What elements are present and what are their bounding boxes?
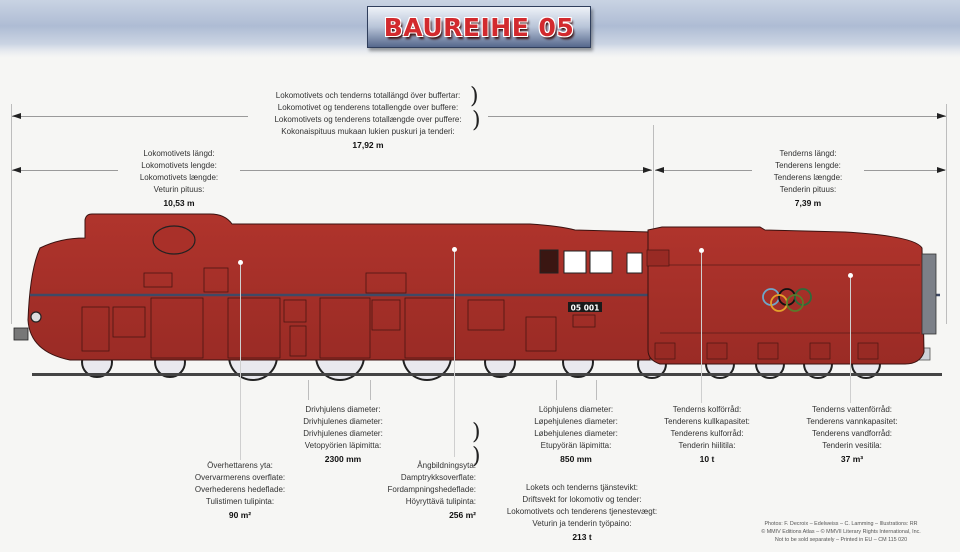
- tender-length-label: Tenderns längd: Tenderens lengde: Tender…: [752, 148, 864, 209]
- arrow-right-icon: [643, 167, 652, 173]
- label-line-no: Løpehjulenes diameter:: [534, 417, 618, 426]
- label-line-no: Overvarmerens overflate:: [194, 473, 286, 482]
- olympic-rings-icon: [762, 288, 812, 312]
- label-line-da: Drivhjulenes diameter:: [303, 429, 383, 438]
- title-plate: BAUREIHE 05: [367, 6, 591, 48]
- label-line-fi: Kokonaispituus mukaan lukien puskuri ja …: [281, 127, 455, 136]
- label-line-da: Overhederens hedeflade:: [194, 485, 286, 494]
- credits-line: Photos: F. Decroix – Edelweiss – C. Lamm…: [764, 521, 918, 527]
- locomotive-length-dimension-line: [12, 170, 652, 171]
- service-weight-value: 213 t: [572, 532, 592, 542]
- driving-wheel-label: Drivhjulens diameter: Drivhjulenes diame…: [282, 404, 404, 465]
- tender-length-value: 7,39 m: [794, 198, 822, 208]
- label-line-da: Fordampningshedeflade:: [387, 485, 476, 494]
- page-title: BAUREIHE 05: [383, 12, 575, 42]
- carrying-wheel-bracket-right: [596, 380, 597, 400]
- fold-mark-bottom: ): [472, 420, 481, 445]
- arrow-right-icon: [937, 167, 946, 173]
- credits-line: © MMIV Editions Atlas – © MMVII Literary…: [761, 529, 921, 535]
- label-line-da: Tenderens kulforråd:: [670, 429, 744, 438]
- label-line-fi: Tulistimen tulipinta:: [205, 497, 275, 506]
- callout-dot-evaporative: [452, 247, 457, 252]
- arrow-right-icon: [937, 113, 946, 119]
- callout-line-water: [850, 278, 851, 403]
- driving-wheel-bracket-left: [308, 380, 309, 400]
- label-line-sv: Överhettarens yta:: [207, 461, 273, 470]
- arrow-left-icon: [12, 113, 21, 119]
- coal-capacity-value: 10 t: [699, 454, 715, 464]
- label-line-da: Lokomotivets og tenderens totallængde ov…: [274, 115, 462, 124]
- callout-line-coal: [701, 253, 702, 403]
- label-line-sv: Tenderns vattenförråd:: [811, 405, 893, 414]
- superheater-value: 90 m²: [228, 510, 252, 520]
- label-line-fi: Höyryttävä tulipinta:: [405, 497, 476, 506]
- coal-capacity-label: Tenderns kolförråd: Tenderens kullkapasi…: [648, 404, 766, 465]
- label-line-sv: Ångbildningsyta:: [417, 461, 476, 470]
- credits: Photos: F. Decroix – Edelweiss – C. Lamm…: [736, 520, 946, 544]
- label-line-sv: Tenderns kolförråd:: [672, 405, 742, 414]
- total-length-label: Lokomotivets och tenderns totallängd öve…: [248, 90, 488, 151]
- carrying-wheel-bracket-left: [556, 380, 557, 400]
- label-line-sv: Löphjulens diameter:: [538, 405, 614, 414]
- carrying-wheel-label: Löphjulens diameter: Løpehjulenes diamet…: [520, 404, 632, 465]
- fold-mark-top: ): [470, 84, 479, 109]
- locomotive-body: [27, 213, 651, 361]
- credits-line: Not to be sold separately – Printed in E…: [774, 537, 908, 543]
- arrow-left-icon: [12, 167, 21, 173]
- label-line-no: Lokomotivet og tenderens totallengde ove…: [277, 103, 459, 112]
- service-weight-label: Lokets och tenderns tjänstevikt: Driftsv…: [496, 482, 668, 543]
- water-capacity-value: 37 m³: [840, 454, 864, 464]
- label-line-no: Lokomotivets lengde:: [141, 161, 217, 170]
- label-line-da: Tenderens længde:: [773, 173, 843, 182]
- label-line-fi: Vetopyörien läpimitta:: [304, 441, 382, 450]
- callout-dot-coal: [699, 248, 704, 253]
- number-plate: 05 001: [571, 304, 600, 313]
- label-line-fi: Tenderin vesitila:: [822, 441, 882, 450]
- driving-wheel-value: 2300 mm: [324, 454, 362, 464]
- label-line-sv: Tenderns längd:: [779, 149, 837, 158]
- evaporative-value: 256 m²: [449, 510, 476, 520]
- callout-line-superheater: [240, 265, 241, 460]
- dimension-extension-mid: [653, 125, 654, 235]
- label-line-no: Tenderens kullkapasitet:: [664, 417, 750, 426]
- fold-mark-bottom-2: ): [472, 444, 481, 469]
- callout-dot-water: [848, 273, 853, 278]
- label-line-no: Driftsvekt for lokomotiv og tender:: [522, 495, 642, 504]
- label-line-no: Damptrykksoverflate:: [400, 473, 476, 482]
- label-line-fi: Veturin ja tenderin työpaino:: [532, 519, 632, 528]
- label-line-no: Tenderens lengde:: [775, 161, 841, 170]
- arrow-left-icon: [655, 167, 664, 173]
- label-line-da: Løbehjulenes diameter:: [534, 429, 618, 438]
- driving-wheel-bracket-right: [370, 380, 371, 400]
- tender-body: [647, 226, 925, 365]
- label-line-fi: Tenderin pituus:: [779, 185, 837, 194]
- locomotive-length-label: Lokomotivets längd: Lokomotivets lengde:…: [118, 148, 240, 209]
- carrying-wheel-value: 850 mm: [560, 454, 592, 464]
- fold-mark-top-2: ): [472, 108, 481, 133]
- label-line-sv: Lokomotivets längd:: [143, 149, 215, 158]
- water-capacity-label: Tenderns vattenförråd: Tenderens vannkap…: [788, 404, 916, 465]
- label-line-sv: Drivhjulens diameter:: [305, 405, 381, 414]
- evaporative-label: Ångbildningsyta: Damptrykksoverflate: Fo…: [360, 460, 482, 521]
- label-line-sv: Lokomotivets och tenderns totallängd öve…: [275, 91, 461, 100]
- callout-dot-superheater: [238, 260, 243, 265]
- label-line-fi: Etupyörän läpimitta:: [540, 441, 612, 450]
- label-line-sv: Lokets och tenderns tjänstevikt:: [525, 483, 639, 492]
- superheater-label: Överhettarens yta: Overvarmerens overfla…: [176, 460, 304, 521]
- label-line-fi: Veturin pituus:: [153, 185, 205, 194]
- label-line-da: Lokomotivets och tenderens tjenestevægt:: [506, 507, 658, 516]
- label-line-fi: Tenderin hiilitila:: [678, 441, 736, 450]
- locomotive-length-value: 10,53 m: [163, 198, 195, 208]
- label-line-da: Tenderens vandforråd:: [811, 429, 893, 438]
- total-length-value: 17,92 m: [352, 140, 384, 150]
- dimension-extension-right: [946, 104, 947, 324]
- label-line-no: Drivhjulenes diameter:: [303, 417, 383, 426]
- dimension-extension-left: [11, 104, 12, 324]
- locomotive-illustration: 05 001: [13, 213, 942, 381]
- callout-line-evaporative: [454, 252, 455, 457]
- label-line-no: Tenderens vannkapasitet:: [806, 417, 898, 426]
- label-line-da: Lokomotivets længde:: [139, 173, 219, 182]
